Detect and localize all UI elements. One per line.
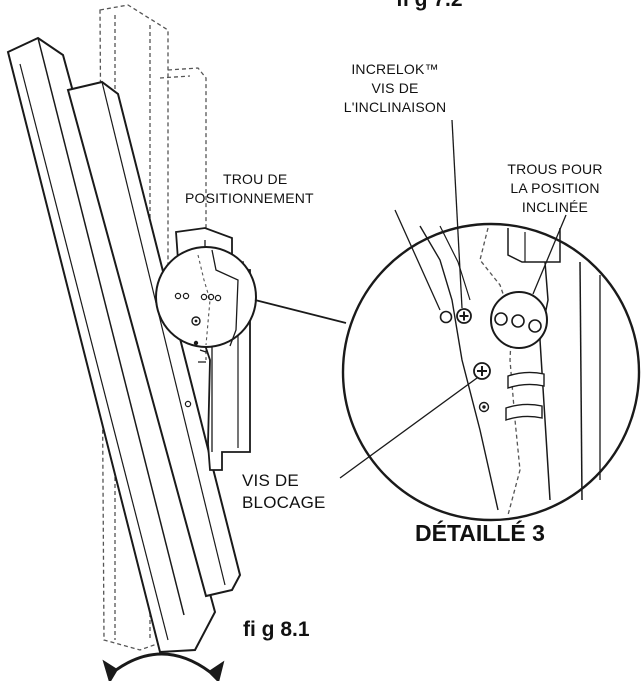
curved-double-arrow-icon [102, 652, 225, 681]
detail-magnified-circle [341, 222, 641, 522]
callout-trou-positionnement: TROU DE POSITIONNEMENT [185, 170, 395, 208]
callout-line: LA POSITION [510, 180, 600, 196]
callout-line: VIS DE [242, 471, 299, 490]
callout-line: BLOCAGE [242, 493, 326, 512]
detail-label: DÉTAILLÉ 3 [415, 520, 545, 546]
callout-line: TROU DE [223, 171, 288, 187]
detail-source-circle [155, 246, 257, 408]
callout-line: VIS DE [371, 80, 419, 96]
detail-connector-line [254, 299, 347, 324]
figure-label-top: fi g 7.2 [396, 0, 463, 12]
callout-line: POSITIONNEMENT [185, 190, 314, 206]
screw-icon [473, 362, 491, 380]
screw-icon [456, 308, 472, 324]
callout-line: INCLINÉE [521, 199, 589, 215]
callout-leader-lines [339, 119, 567, 479]
figure-label-bottom: fi g 8.1 [243, 618, 310, 641]
callout-line: TROUS POUR [507, 161, 603, 177]
callout-line: INCRELOK™ [351, 61, 439, 77]
callout-line: L'INCLINAISON [343, 99, 447, 115]
callout-increlok-screw: INCRELOK™ VIS DE L'INCLINAISON [320, 60, 470, 117]
tilted-display [6, 36, 242, 654]
callout-trous-position: TROUS POUR LA POSITION INCLINÉE [490, 160, 620, 217]
callout-vis-blocage: VIS DE BLOCAGE [242, 470, 352, 514]
